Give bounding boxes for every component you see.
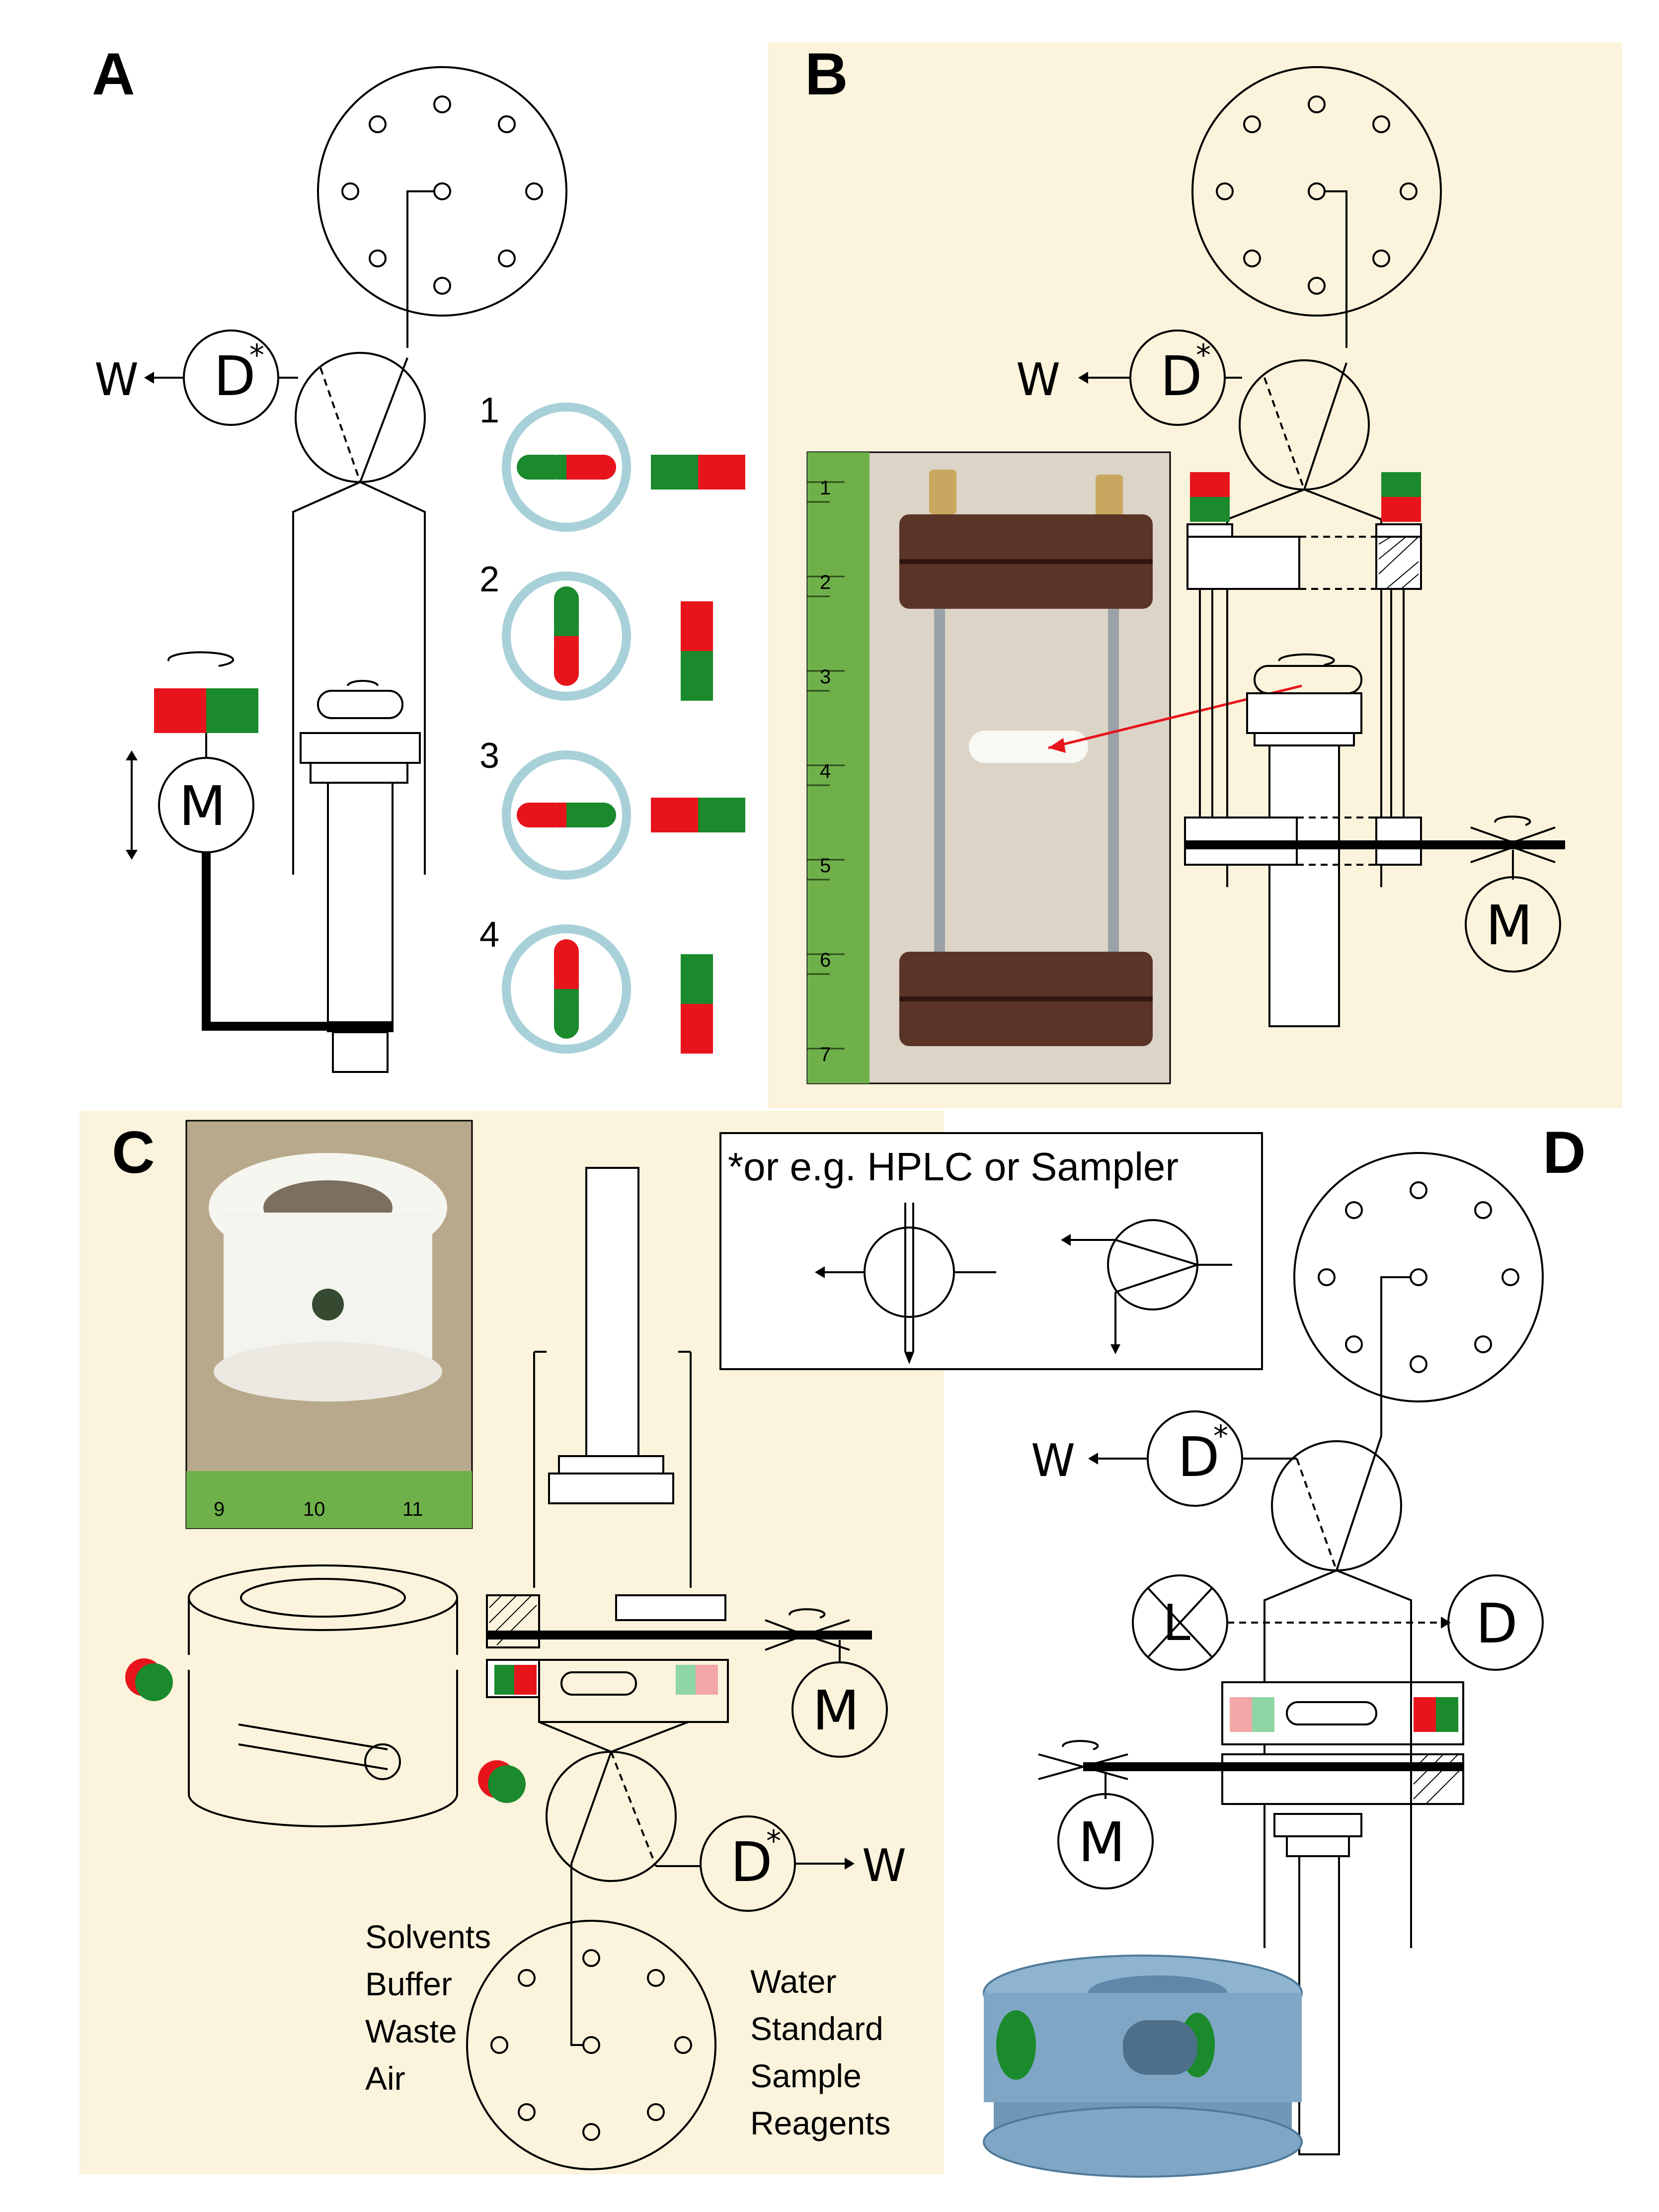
panel-c-detector: D * W xyxy=(656,1815,906,1912)
svg-text:M: M xyxy=(812,1679,860,1742)
svg-text:D: D xyxy=(1178,1425,1220,1489)
svg-text:Standard: Standard xyxy=(750,2010,883,2047)
svg-text:M: M xyxy=(1486,894,1533,957)
panel-c-port-labels-left: Solvents Buffer Waste Air xyxy=(365,1918,491,2097)
panel-a-valve-selector xyxy=(317,66,567,348)
svg-text:D: D xyxy=(730,1830,773,1894)
svg-text:*: * xyxy=(1213,1419,1228,1454)
svg-text:3: 3 xyxy=(820,666,831,688)
svg-text:Waste: Waste xyxy=(365,2013,457,2049)
panel-d-cell: L D M xyxy=(1038,1569,1544,2155)
panel-d-letter: D xyxy=(1543,1119,1586,1186)
panel-a-letter: A xyxy=(92,41,135,107)
svg-text:5: 5 xyxy=(820,855,831,877)
svg-text:M: M xyxy=(1078,1810,1125,1874)
svg-text:L: L xyxy=(1163,1594,1190,1652)
panel-a-step-2: 2 xyxy=(479,560,713,701)
panel-c-cell: M xyxy=(486,1167,888,1758)
svg-text:Sample: Sample xyxy=(750,2057,862,2094)
svg-text:D: D xyxy=(1160,344,1202,408)
svg-text:2: 2 xyxy=(479,560,499,599)
panel-c-photo: 9 10 11 xyxy=(185,1120,473,1529)
svg-text:W: W xyxy=(1031,1435,1075,1487)
svg-text:10: 10 xyxy=(303,1498,325,1520)
panel-c-letter: C xyxy=(112,1119,155,1186)
svg-text:*or e.g. HPLC or Sampler: *or e.g. HPLC or Sampler xyxy=(728,1145,1179,1189)
panel-a-step-4: 4 xyxy=(479,915,713,1054)
panel-b-detector: D * W xyxy=(1016,329,1242,426)
svg-text:W: W xyxy=(94,354,139,406)
panel-b-letter: B xyxy=(805,41,848,107)
panel-d-detector: D * W xyxy=(1031,1410,1297,1507)
svg-text:Air: Air xyxy=(365,2060,405,2097)
panel-a-step-3: 3 xyxy=(479,736,745,880)
svg-text:M: M xyxy=(179,774,226,838)
svg-text:6: 6 xyxy=(820,949,831,971)
panel-a-valve-rotor xyxy=(295,352,426,483)
panel-d-housing-render xyxy=(983,1955,1303,2178)
panel-c-cylinder-drawing xyxy=(125,1564,526,1827)
panel-b-cell: M xyxy=(1184,472,1565,1027)
panel-a-detector: D * W xyxy=(94,329,298,426)
svg-text:4: 4 xyxy=(479,915,499,955)
svg-text:Solvents: Solvents xyxy=(365,1918,491,1955)
svg-text:3: 3 xyxy=(479,736,499,776)
panel-c-valve-selector xyxy=(466,1864,716,2170)
panel-a-motor: M xyxy=(126,651,328,1031)
svg-text:11: 11 xyxy=(402,1498,423,1520)
panel-b-photo: 1 2 3 4 5 6 7 xyxy=(806,451,1302,1084)
inset-box: *or e.g. HPLC or Sampler xyxy=(719,1132,1263,1370)
svg-text:7: 7 xyxy=(820,1044,831,1065)
panel-d-valve-rotor xyxy=(1271,1436,1402,1571)
panel-b-valve-selector xyxy=(1191,66,1442,348)
panel-c-valve-rotor xyxy=(546,1751,677,1882)
svg-text:4: 4 xyxy=(820,760,831,782)
panel-d-valve-selector xyxy=(1293,1152,1544,1436)
svg-text:D: D xyxy=(214,344,256,408)
svg-text:D: D xyxy=(1476,1592,1518,1655)
svg-text:Water: Water xyxy=(750,1963,837,2000)
svg-text:W: W xyxy=(1016,354,1060,406)
svg-text:2: 2 xyxy=(820,572,831,593)
svg-text:Reagents: Reagents xyxy=(750,2105,891,2141)
svg-text:*: * xyxy=(766,1824,781,1859)
panel-a-step-1: 1 xyxy=(479,391,745,532)
svg-text:W: W xyxy=(862,1840,906,1892)
svg-text:Buffer: Buffer xyxy=(365,1966,452,2002)
svg-text:*: * xyxy=(249,338,264,373)
panel-c-port-labels-right: Water Standard Sample Reagents xyxy=(750,1963,891,2141)
panel-a-cell-body xyxy=(292,481,426,1073)
svg-text:9: 9 xyxy=(214,1498,225,1520)
svg-text:1: 1 xyxy=(479,391,499,430)
svg-text:*: * xyxy=(1196,338,1211,373)
svg-text:1: 1 xyxy=(820,477,831,499)
